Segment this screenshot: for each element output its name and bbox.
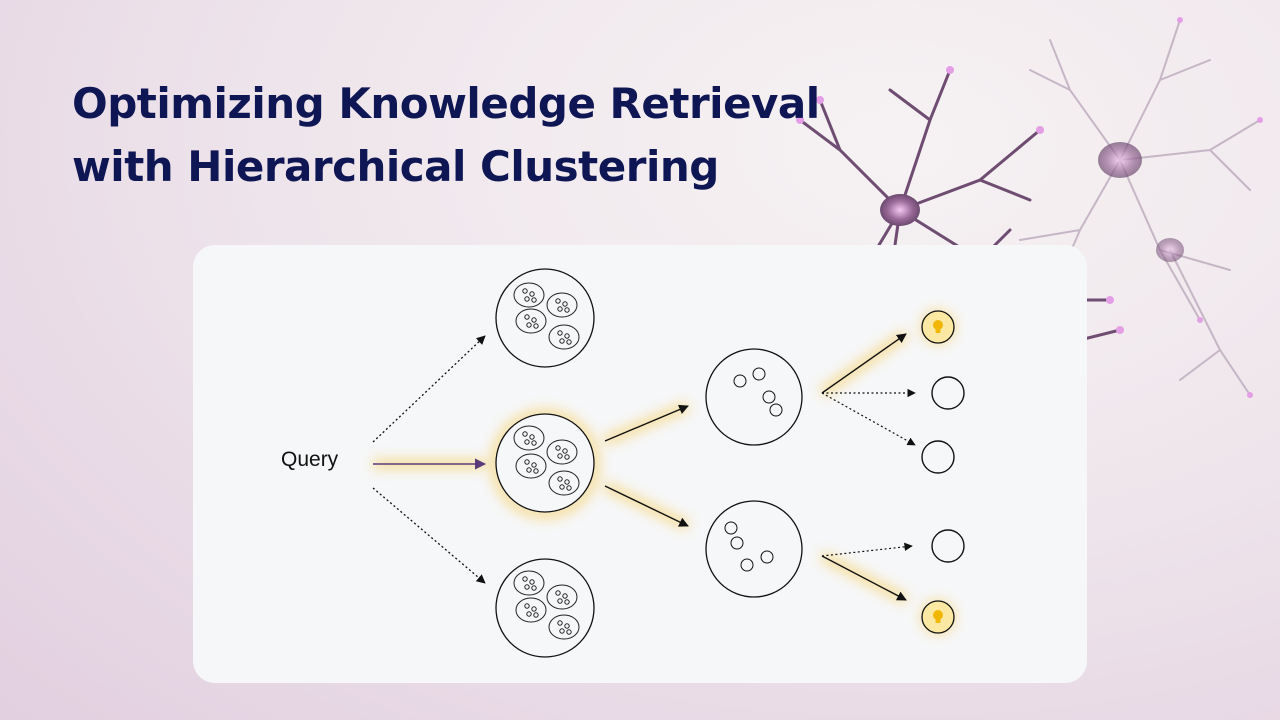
leaf-1-selected — [920, 309, 956, 345]
edge-lower-leaf4 — [821, 542, 913, 557]
edge-query-bottom — [372, 487, 486, 584]
edge-middle-upper — [604, 404, 689, 442]
edge-middle-lower — [604, 485, 689, 527]
lightbulb-icon — [933, 320, 943, 333]
edge-upper-leaf1 — [821, 333, 907, 394]
leaf-2 — [931, 376, 965, 410]
title-line-1: Optimizing Knowledge Retrieval — [72, 79, 820, 128]
leaf-5-selected — [920, 599, 956, 635]
edge-upper-leaf3 — [821, 392, 916, 446]
query-label: Query — [281, 448, 339, 471]
edge-lower-leaf5 — [821, 555, 907, 601]
title-line-2: with Hierarchical Clustering — [72, 142, 719, 191]
lightbulb-icon — [933, 610, 943, 623]
page-title: Optimizing Knowledge Retrieval with Hier… — [72, 72, 852, 198]
leaf-4 — [931, 529, 965, 563]
level2-cluster-lower — [705, 500, 803, 598]
edge-query-top — [372, 335, 486, 443]
leaf-3 — [921, 440, 955, 474]
level2-cluster-upper — [705, 348, 803, 446]
level1-cluster-middle — [495, 413, 595, 513]
level1-cluster-top — [495, 268, 595, 368]
level1-cluster-bottom — [495, 558, 595, 658]
